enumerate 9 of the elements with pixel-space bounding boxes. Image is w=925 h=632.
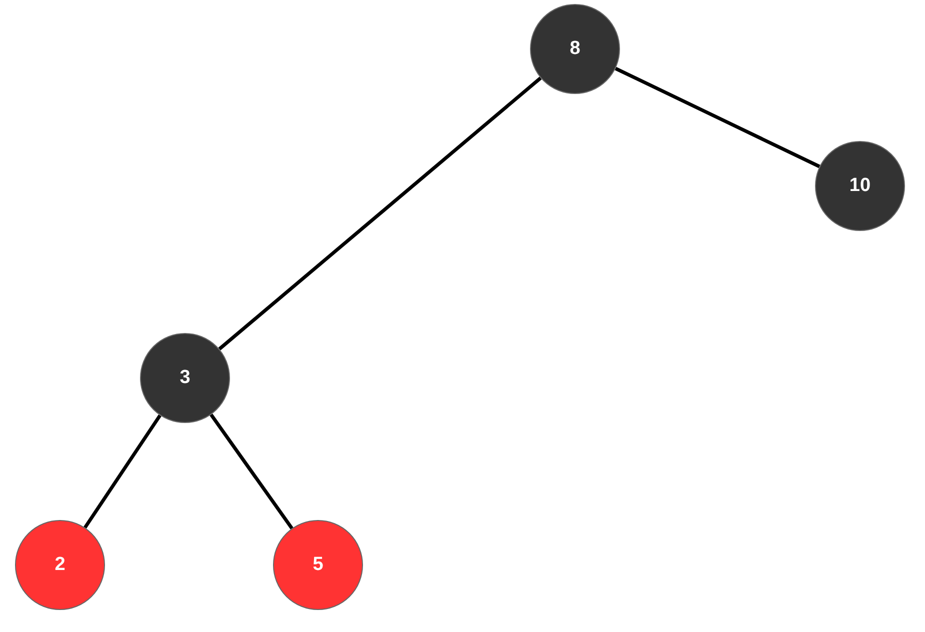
tree-edge-line: [218, 76, 542, 350]
node-key: 8: [570, 38, 580, 60]
node-key: 3: [180, 367, 190, 389]
tree-edge-line: [84, 414, 162, 529]
tree-edge-line: [614, 66, 820, 168]
node-key: 5: [312, 554, 324, 576]
tree-edge-line: [210, 414, 294, 530]
node-key: 2: [54, 554, 66, 576]
node-key: 10: [849, 175, 871, 197]
